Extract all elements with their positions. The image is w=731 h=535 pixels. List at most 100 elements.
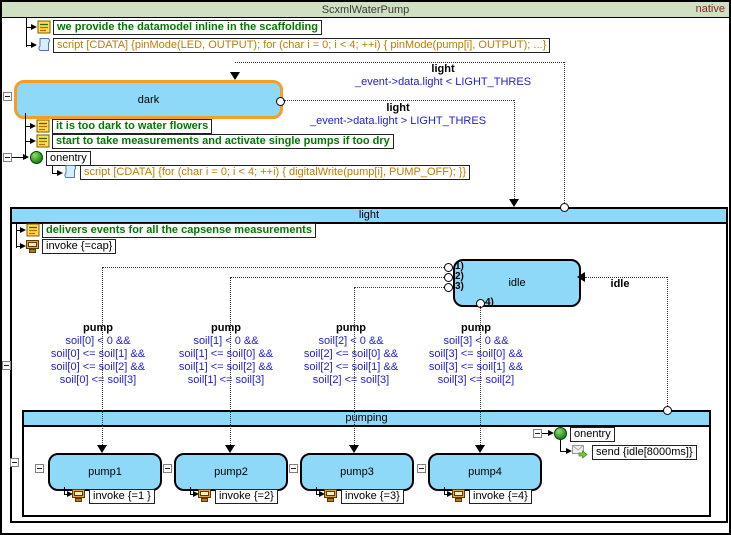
tree-arrow-icon: [23, 154, 29, 160]
diagram-title: ScxmlWaterPump: [321, 3, 410, 16]
state-pump4[interactable]: pump4: [428, 453, 542, 491]
tree-arrow-icon: [30, 123, 36, 129]
transition-port-label: 4): [485, 297, 494, 308]
tree-line: [542, 433, 549, 434]
guard-cond: soil[1] <= soil[3]: [187, 374, 265, 386]
transition-source-anchor[interactable]: [444, 283, 453, 292]
transition-line: [283, 100, 514, 101]
guard-cond: soil[0] < 0 &&: [65, 335, 131, 347]
transition-line: [354, 287, 444, 288]
collapse-toggle[interactable]: [417, 464, 426, 473]
root-note-label[interactable]: we provide the datamodel inline in the s…: [53, 20, 322, 35]
tree-line: [25, 113, 26, 159]
state-pump2-label: pump2: [214, 466, 248, 478]
collapse-toggle[interactable]: [35, 464, 44, 473]
transition-source-anchor[interactable]: [444, 273, 453, 282]
state-pump2[interactable]: pump2: [174, 453, 288, 491]
pumping-onentry-label[interactable]: onentry: [570, 427, 615, 442]
tree-arrow-icon: [67, 491, 73, 497]
state-pump1-label: pump1: [88, 466, 122, 478]
guard-cond: soil[2] <= soil[1] &&: [303, 361, 399, 373]
guard-cond: soil[2] <= soil[3]: [312, 374, 390, 386]
tree-line: [52, 166, 53, 174]
transition-guard-pump3[interactable]: pump soil[2] < 0 && soil[2] <= soil[0] &…: [271, 322, 431, 387]
transition-line: [480, 306, 481, 445]
dark-note1-label[interactable]: it is too dark to water flowers: [52, 119, 213, 134]
pump2-invoke-label[interactable]: invoke {=2}: [215, 489, 278, 504]
dark-note2-label[interactable]: start to take measurements and activate …: [52, 134, 394, 149]
datamodel-badge: native: [695, 3, 725, 15]
transition-source-anchor[interactable]: [663, 406, 672, 415]
tree-line: [444, 487, 445, 495]
collapse-toggle[interactable]: [10, 458, 19, 467]
guard-cond: soil[0] <= soil[3]: [59, 374, 137, 386]
tree-line: [25, 126, 31, 127]
transition-line: [514, 100, 515, 199]
diagram-title-bar: ScxmlWaterPump native: [2, 2, 729, 18]
guard-cond: soil[2] <= soil[0] &&: [303, 348, 399, 360]
tree-line: [12, 157, 24, 158]
tree-line: [190, 487, 191, 495]
transition-line: [230, 277, 444, 278]
note-icon: [36, 119, 50, 133]
state-pump1[interactable]: pump1: [48, 453, 162, 491]
tree-line: [64, 487, 65, 495]
tree-line: [190, 494, 194, 495]
guard-cond: soil[3] <= soil[2]: [437, 374, 515, 386]
collapse-toggle[interactable]: [163, 464, 172, 473]
transition-event-label[interactable]: light: [431, 63, 455, 75]
transition-event-label[interactable]: light: [386, 102, 410, 114]
transition-line: [564, 62, 565, 207]
guard-event: pump: [461, 322, 491, 334]
state-pump3[interactable]: pump3: [300, 453, 414, 491]
onentry-icon: [554, 427, 567, 440]
pump4-invoke-label[interactable]: invoke {=4}: [469, 489, 532, 504]
pump3-invoke-label[interactable]: invoke {=3}: [341, 489, 404, 504]
state-dark[interactable]: dark: [14, 80, 283, 119]
tree-arrow-icon: [548, 430, 554, 436]
transition-guard-pump1[interactable]: pump soil[0] < 0 && soil[0] <= soil[1] &…: [18, 322, 178, 387]
transition-arrowhead-icon: [349, 445, 359, 453]
guard-cond: soil[3] <= soil[0] &&: [428, 348, 524, 360]
note-icon: [26, 223, 40, 237]
collapse-toggle[interactable]: [3, 153, 12, 162]
state-idle[interactable]: idle: [453, 259, 581, 307]
guard-cond: soil[0] <= soil[2] &&: [50, 361, 146, 373]
dark-onentry-label[interactable]: onentry: [46, 151, 91, 166]
state-region-pumping-title[interactable]: pumping: [24, 412, 709, 427]
guard-event: pump: [336, 322, 366, 334]
collapse-toggle[interactable]: [289, 464, 298, 473]
guard-cond: soil[1] < 0 &&: [193, 335, 259, 347]
transition-source-anchor[interactable]: [276, 97, 285, 106]
transition-guard-pump2[interactable]: pump soil[1] < 0 && soil[1] <= soil[0] &…: [146, 322, 306, 387]
state-region-light-title[interactable]: light: [12, 209, 726, 224]
collapse-toggle[interactable]: [3, 92, 12, 101]
transition-cond-label[interactable]: _event->data.light < LIGHT_THRES: [354, 76, 532, 88]
dark-onentry-script-label[interactable]: script [CDATA] {for (char i = 0; i < 4; …: [80, 165, 471, 180]
light-note-label[interactable]: delivers events for all the capsense mea…: [42, 223, 316, 238]
transition-line: [230, 277, 231, 445]
tree-line: [16, 246, 21, 247]
collapse-toggle[interactable]: [2, 361, 11, 370]
tree-line: [25, 141, 31, 142]
tree-line: [316, 494, 320, 495]
transition-source-anchor[interactable]: [444, 263, 453, 272]
transition-line: [102, 267, 444, 268]
pump1-invoke-label[interactable]: invoke {=1 }: [89, 489, 155, 504]
light-invoke-label[interactable]: invoke {=cap}: [42, 239, 117, 254]
transition-event-label[interactable]: idle: [610, 278, 630, 290]
transition-cond-label[interactable]: _event->data.light > LIGHT_THRES: [309, 115, 487, 127]
transition-arrowhead-icon: [509, 199, 519, 207]
tree-arrow-icon: [20, 227, 26, 233]
onentry-icon: [30, 151, 43, 164]
tree-line: [26, 45, 32, 46]
tree-line: [16, 230, 21, 231]
root-script-label[interactable]: script [CDATA] {pinMode(LED, OUTPUT); fo…: [53, 38, 551, 53]
transition-port-label: 2): [455, 271, 464, 282]
transition-guard-pump4[interactable]: pump soil[3] < 0 && soil[3] <= soil[0] &…: [396, 322, 556, 387]
tree-line: [560, 451, 567, 452]
transition-source-anchor[interactable]: [560, 203, 569, 212]
guard-event: pump: [83, 322, 113, 334]
pumping-send-label[interactable]: send {idle[8000ms]}: [592, 445, 697, 460]
collapse-toggle[interactable]: [533, 429, 542, 438]
